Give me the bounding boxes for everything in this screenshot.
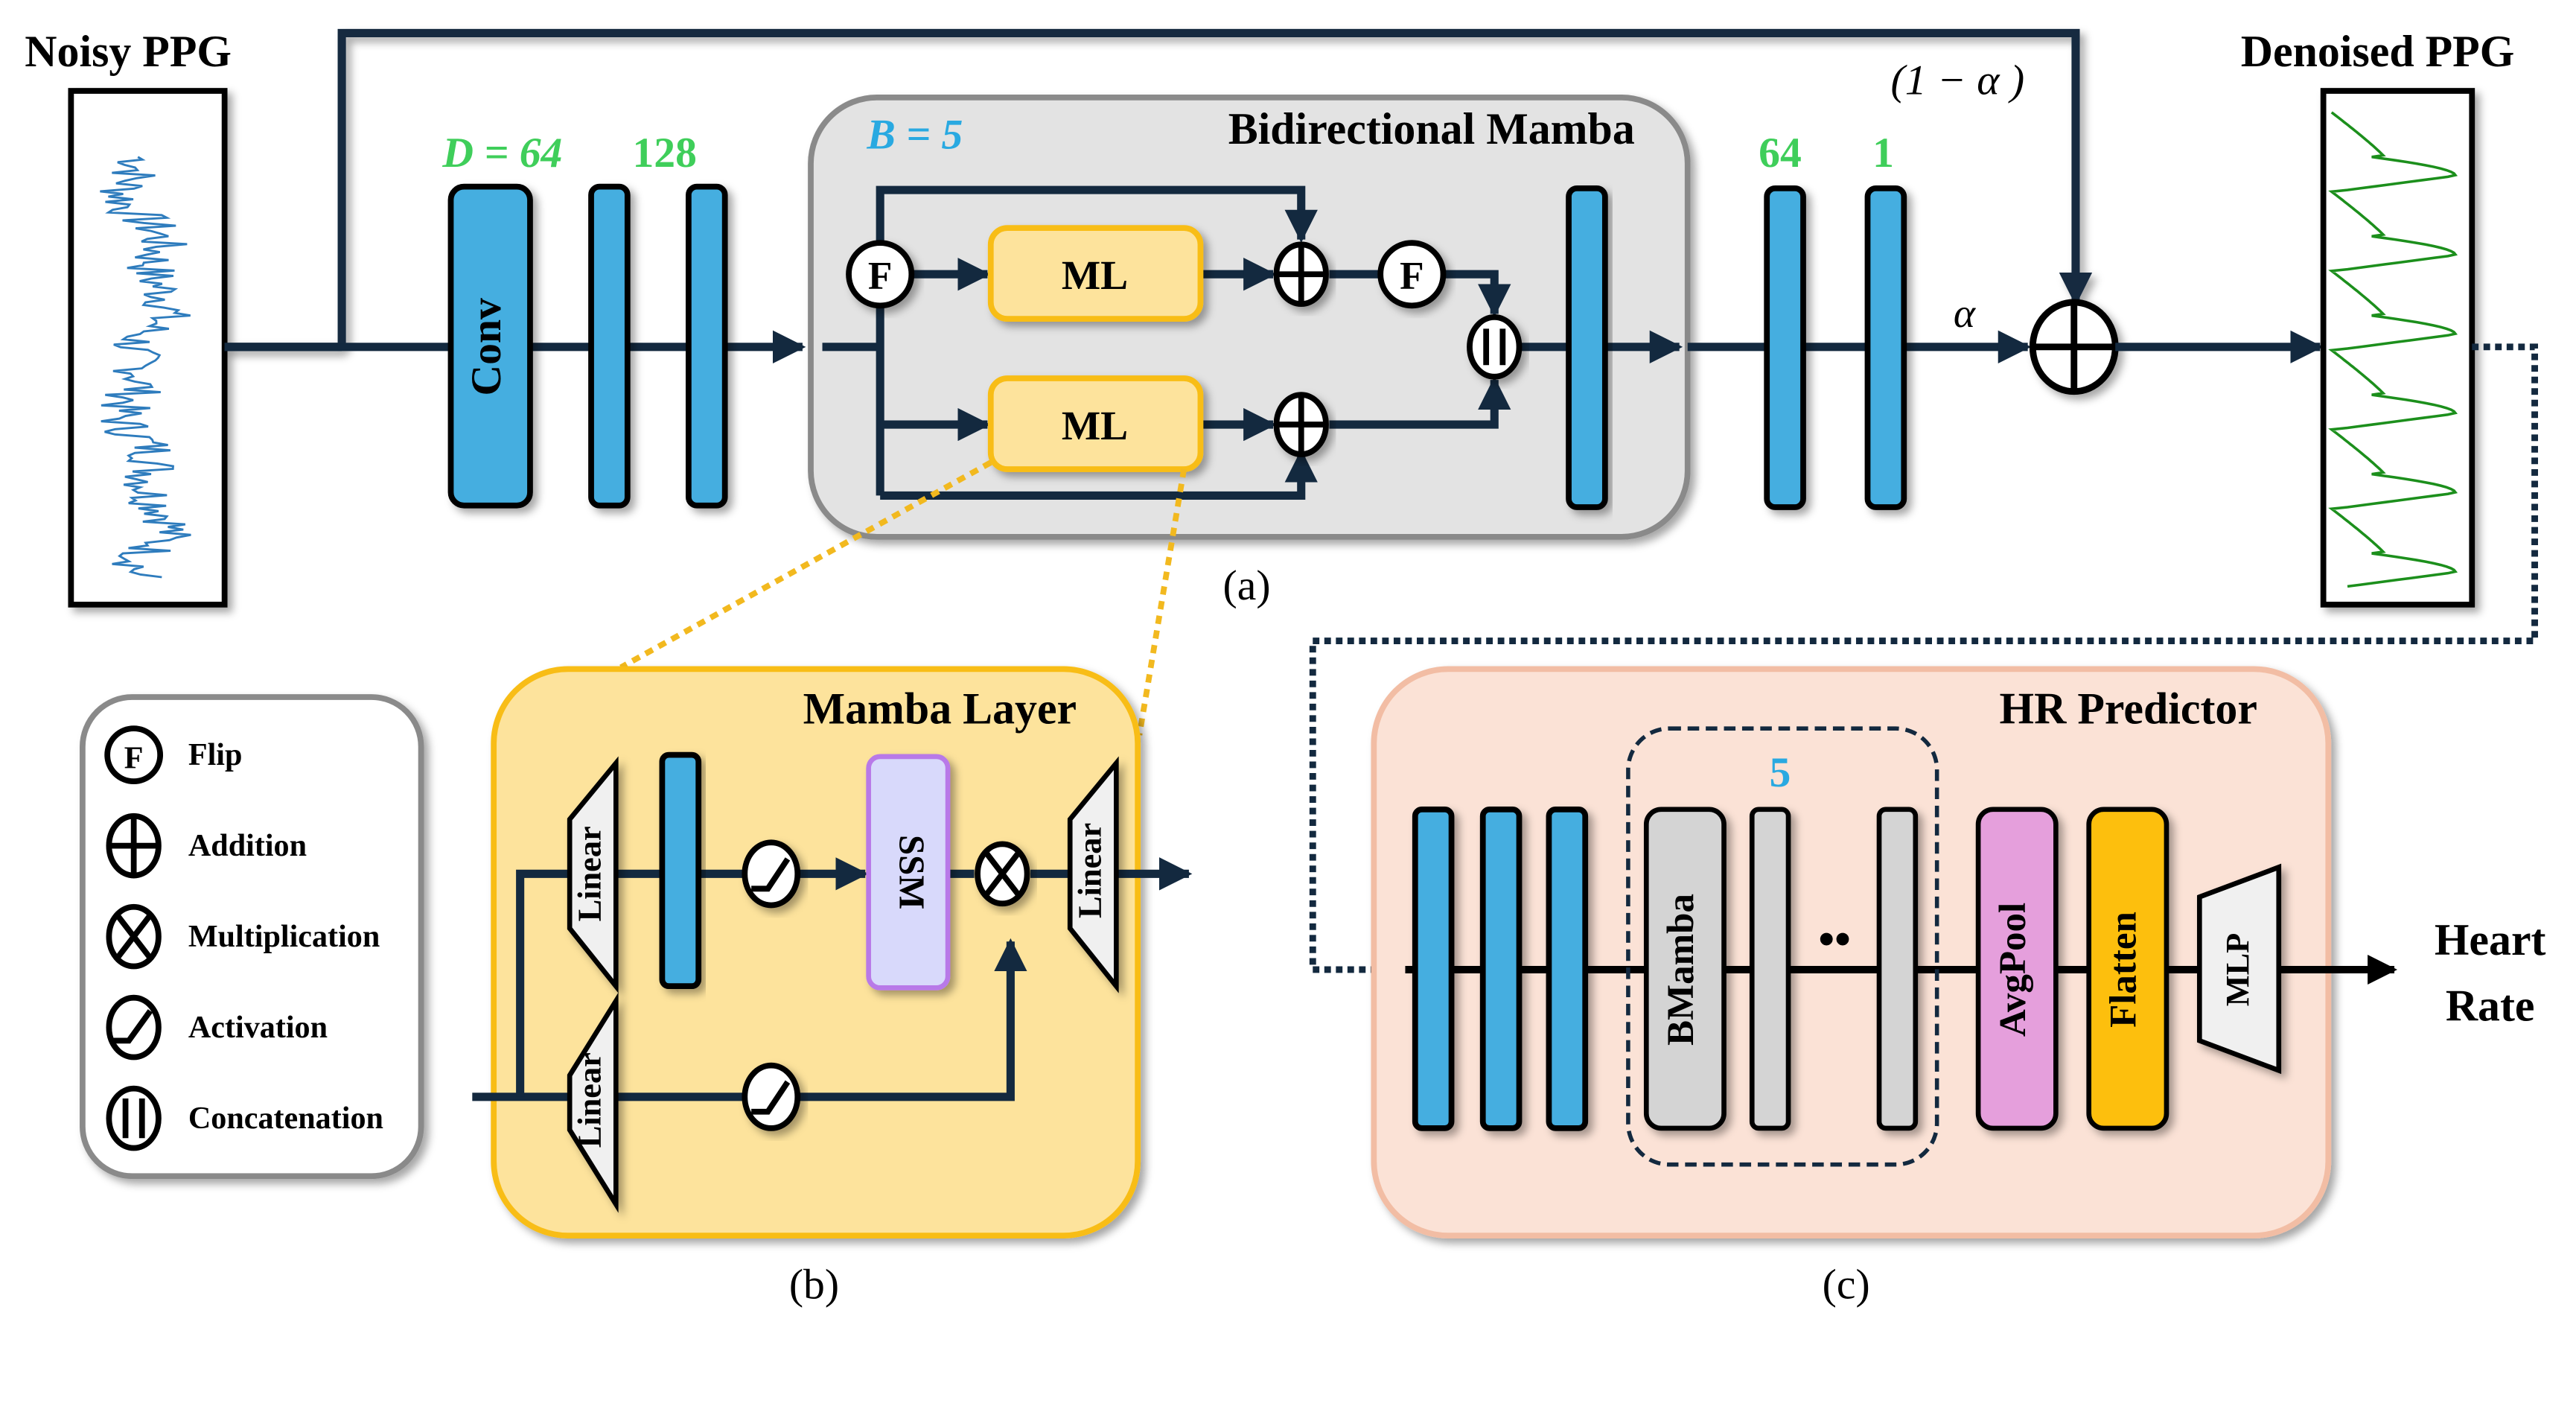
denoised-ppg-plot bbox=[2320, 88, 2475, 608]
flip-op-in bbox=[846, 240, 915, 309]
heart-rate-label-line1: Heart bbox=[2435, 915, 2546, 964]
dim-label-64: D = 64 bbox=[441, 130, 562, 177]
noisy-ppg-plot bbox=[68, 88, 228, 608]
mlp-block bbox=[2196, 863, 2282, 1075]
hr-conv-layer-2 bbox=[1479, 806, 1523, 1131]
linear-out-proj bbox=[1067, 756, 1119, 993]
zoom-line-left bbox=[619, 460, 992, 670]
bimamba-norm-layer bbox=[1566, 185, 1608, 510]
legend-addition-label: Addition bbox=[188, 828, 307, 863]
hr-conv-layer-1 bbox=[1412, 806, 1455, 1131]
decoder-layer-64 bbox=[1764, 185, 1806, 510]
linear-in-proj-1 bbox=[567, 756, 619, 993]
caption-a: (a) bbox=[1223, 562, 1271, 609]
ml-block-backward bbox=[987, 375, 1204, 472]
concatenation-icon bbox=[1467, 314, 1523, 380]
dim-label-1: 1 bbox=[1872, 130, 1894, 177]
avgpool-label: AvgPool bbox=[1992, 903, 2034, 1037]
bmamba-norm-n bbox=[1876, 807, 1919, 1131]
legend-flip-icon: F bbox=[104, 725, 164, 785]
bmamba-repeat-group bbox=[1626, 726, 1939, 1167]
linear-label-1: Linear bbox=[570, 826, 608, 921]
bimamba-title: Bidirectional Mamba bbox=[1228, 104, 1635, 153]
mamba-layer-wires bbox=[472, 857, 1193, 1101]
linear-label-3: Linear bbox=[1071, 823, 1108, 918]
hr-predictor-title: HR Predictor bbox=[2000, 684, 2257, 734]
encoder-layer-64 bbox=[588, 183, 631, 509]
hr-conv-layer-3 bbox=[1546, 806, 1589, 1131]
noisy-signal-trace bbox=[100, 156, 191, 579]
conv-block bbox=[447, 183, 533, 509]
conv1d-layer bbox=[659, 751, 702, 990]
mamba-layer-title: Mamba Layer bbox=[803, 684, 1077, 734]
ml-label-forward: ML bbox=[1062, 252, 1128, 298]
addition-icon bbox=[1273, 241, 1329, 308]
skip-weight-label: (1 − α ) bbox=[1891, 57, 2025, 104]
bimamba-repeat-label: B = 5 bbox=[866, 112, 963, 159]
legend-concatenation-icon bbox=[106, 1085, 162, 1151]
denoised-to-hr-connector bbox=[1309, 343, 2538, 983]
hr-repeat-label: 5 bbox=[1770, 749, 1791, 796]
weighted-sum-addition-icon bbox=[2029, 299, 2119, 395]
caption-b: (b) bbox=[789, 1261, 839, 1308]
mlp-label: MLP bbox=[2219, 933, 2256, 1007]
legend-multiplication-icon bbox=[106, 903, 162, 970]
denoised-signal-trace bbox=[2328, 111, 2458, 588]
decoder-layer-1 bbox=[1864, 185, 1907, 510]
legend-activation-label: Activation bbox=[188, 1010, 328, 1045]
conv-label: Conv bbox=[463, 298, 510, 396]
caption-c: (c) bbox=[1823, 1261, 1870, 1308]
ssm-label: SSM bbox=[892, 835, 932, 909]
flip-op-out bbox=[1377, 240, 1447, 309]
denoised-ppg-label: Denoised PPG bbox=[2241, 27, 2515, 76]
activation-icon bbox=[742, 839, 801, 909]
linear-in-proj-2 bbox=[567, 992, 619, 1213]
multiplication-icon bbox=[975, 841, 1030, 907]
addition-icon bbox=[1273, 392, 1329, 457]
zoom-line-right bbox=[1136, 468, 1187, 736]
ssm-block bbox=[866, 754, 951, 990]
legend-flip-label: Flip bbox=[188, 737, 243, 772]
legend-multiplication-label: Multiplication bbox=[188, 919, 380, 954]
legend-box bbox=[80, 694, 424, 1180]
legend-concatenation-label: Concatenation bbox=[188, 1101, 383, 1136]
alpha-label: α bbox=[1954, 290, 1977, 336]
ml-block-forward bbox=[987, 225, 1204, 322]
ellipsis: •• bbox=[1818, 915, 1850, 965]
flatten-block bbox=[2086, 807, 2169, 1131]
flatten-label: Flatten bbox=[2102, 912, 2144, 1028]
legend-activation-icon bbox=[106, 994, 162, 1061]
bmamba-block bbox=[1643, 807, 1727, 1131]
legend-flip-glyph: F bbox=[124, 740, 144, 775]
dim-label-64-decoder: 64 bbox=[1759, 130, 1802, 177]
noisy-ppg-label: Noisy PPG bbox=[25, 27, 232, 76]
flip-glyph-in: F bbox=[868, 254, 893, 298]
avgpool-block bbox=[1975, 807, 2059, 1131]
bidirectional-mamba-block bbox=[808, 95, 1691, 540]
bmamba-label: BMamba bbox=[1660, 894, 1702, 1046]
legend-addition-icon bbox=[106, 813, 162, 879]
bmamba-norm-1 bbox=[1749, 807, 1791, 1131]
ml-label-backward: ML bbox=[1062, 403, 1128, 448]
heart-rate-label-line2: Rate bbox=[2446, 982, 2535, 1031]
linear-label-2: Linear bbox=[570, 1052, 608, 1148]
encoder-layer-128 bbox=[686, 183, 728, 509]
activation-icon bbox=[742, 1062, 801, 1131]
dim-label-128: 128 bbox=[632, 130, 696, 177]
flip-glyph-out: F bbox=[1400, 254, 1424, 298]
